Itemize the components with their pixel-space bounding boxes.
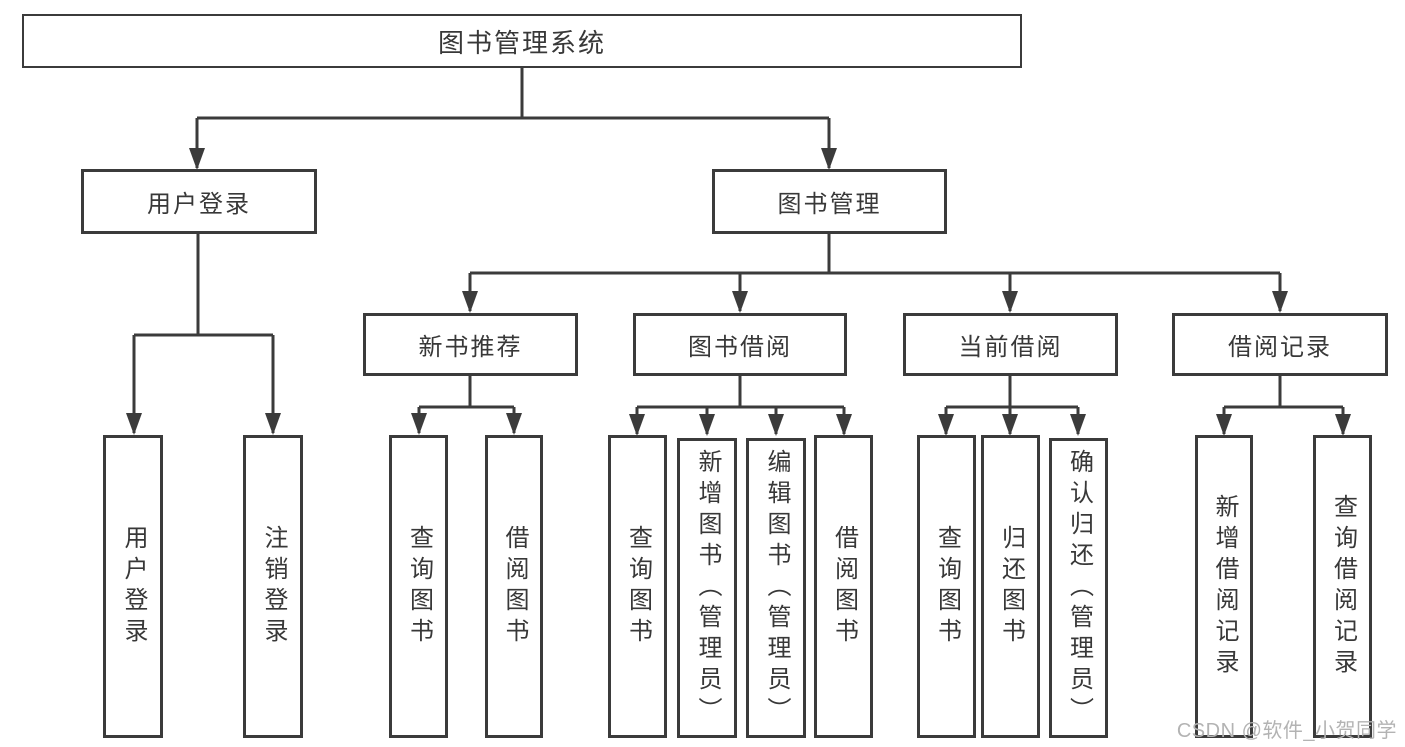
leaf-query-books-borrowing: 查询图书 [608,435,667,738]
leaf-add-borrow-record-label: 新增借阅记录 [1211,493,1238,680]
leaf-add-book-admin: 新增图书（管理员） [677,438,737,738]
node-user-login: 用户登录 [81,169,317,234]
node-book-management-label: 图书管理 [777,191,882,218]
leaf-borrow-books-borrowing-label: 借阅图书 [830,524,858,649]
leaf-query-books-recommend-label: 查询图书 [405,524,433,649]
node-borrowing-records-label: 借阅记录 [1228,334,1332,361]
connector-borrowing-records-to-leaves [1216,376,1351,436]
leaf-user-login-label: 用户登录 [120,524,147,649]
node-current-borrowing: 当前借阅 [903,313,1118,376]
leaf-query-books-current: 查询图书 [917,435,976,738]
leaf-borrow-books-recommend-label: 借阅图书 [501,524,528,649]
node-book-management: 图书管理 [712,169,947,234]
node-current-borrowing-label: 当前借阅 [958,334,1063,361]
leaf-return-books: 归还图书 [981,435,1040,738]
connector-book-management-to-level3 [462,234,1288,313]
root-node-label: 图书管理系统 [437,27,606,58]
leaf-add-borrow-record: 新增借阅记录 [1195,435,1253,738]
node-new-book-recommendation-label: 新书推荐 [418,334,523,361]
connector-root-to-level2 [189,68,837,170]
leaf-add-book-admin-label: 新增图书（管理员） [694,448,721,728]
leaf-return-books-label: 归还图书 [997,524,1025,649]
leaf-query-books-borrowing-label: 查询图书 [624,524,652,649]
node-book-borrowing-label: 图书借阅 [688,334,792,361]
connector-new-book-recommendation-to-leaves [411,376,522,435]
leaf-confirm-return-admin-label: 确认归还（管理员） [1065,448,1093,728]
csdn-watermark: CSDN @软件_小贺同学 [1176,720,1397,742]
connector-user-login-to-leaves [126,234,281,435]
leaf-confirm-return-admin: 确认归还（管理员） [1049,438,1108,738]
node-book-borrowing: 图书借阅 [633,313,847,376]
node-borrowing-records: 借阅记录 [1172,313,1388,376]
leaf-logout-label: 注销登录 [260,524,287,649]
node-user-login-label: 用户登录 [147,191,251,218]
leaf-query-books-recommend: 查询图书 [389,435,448,738]
leaf-query-borrow-record-label: 查询借阅记录 [1329,493,1357,680]
connector-current-borrowing-to-leaves [938,376,1086,436]
leaf-logout: 注销登录 [243,435,303,738]
leaf-user-login: 用户登录 [103,435,163,738]
root-node-library-management-system: 图书管理系统 [22,14,1022,68]
node-new-book-recommendation: 新书推荐 [363,313,578,376]
leaf-borrow-books-borrowing: 借阅图书 [814,435,873,738]
leaf-query-borrow-record: 查询借阅记录 [1313,435,1372,738]
connector-book-borrowing-to-leaves [629,376,852,436]
leaf-query-books-current-label: 查询图书 [933,524,961,649]
leaf-edit-book-admin: 编辑图书（管理员） [746,438,806,738]
leaf-borrow-books-recommend: 借阅图书 [485,435,543,738]
leaf-edit-book-admin-label: 编辑图书（管理员） [763,448,790,728]
